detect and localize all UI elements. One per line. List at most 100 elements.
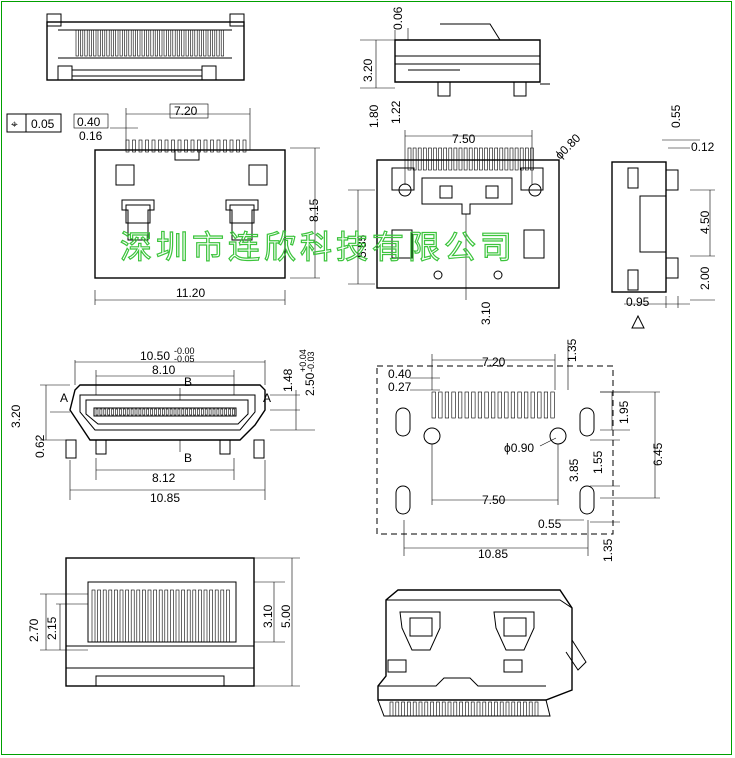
dim-5-00: 5.00 [279,604,293,628]
opening-pin [169,408,173,416]
top-fin [132,29,136,57]
front-pin [203,139,208,153]
opening-pin [189,408,192,416]
opening-pin [162,408,165,416]
front-pin [236,139,240,153]
pcb-pad [510,391,516,419]
front-pin [216,139,221,153]
top-fin [97,29,101,57]
bottom-fin [147,589,152,643]
iso-pin [488,701,492,717]
rear-fin [484,147,488,171]
tolerance-symbol: ⌖ [11,117,18,131]
bottom-fin [130,589,135,643]
top-fin [203,29,207,57]
opening-pin [181,408,185,416]
dim-3-20-side: 3.20 [361,58,375,82]
rear-fin [458,147,463,171]
rear-fin [412,147,417,171]
rear-fin [524,147,529,171]
rear-fin [407,147,412,171]
opening-pin [130,408,134,416]
view-front-opening [40,360,315,500]
iso-pin [482,701,487,717]
label-a-left: A [60,391,68,405]
front-pin [184,139,188,153]
iso-pin [436,701,440,717]
iso-pin [424,701,429,717]
bottom-fin [102,589,107,643]
iso-pin [412,701,417,717]
view-isometric [377,589,587,717]
bottom-fin [170,589,174,643]
top-fin [137,29,141,57]
opening-pin [142,408,146,416]
rear-fin [509,147,514,171]
front-pin [132,139,136,153]
front-pin [171,139,175,153]
bottom-fin [214,589,219,643]
label-b-top: B [184,375,192,389]
top-fin [88,29,92,57]
dim-10-50: 10.50 [140,349,170,363]
opening-pin [119,408,122,416]
top-fin [93,29,97,57]
bottom-fin [164,589,169,643]
bottom-fin [175,589,180,643]
rear-fin [417,147,422,171]
opening-pin [126,408,130,416]
front-pin [242,139,247,153]
dim-2-70: 2.70 [27,618,41,642]
top-fin [102,29,106,57]
iso-pin [517,701,521,717]
rear-fin [504,147,509,171]
bottom-fin [192,589,197,643]
opening-pin [216,408,220,416]
iso-pin [534,701,539,717]
rear-fin [473,147,478,171]
rear-fin [463,147,468,171]
dim-5-85: 5.85 [355,234,369,258]
pcb-pad [543,391,549,419]
opening-pin [134,408,138,416]
iso-pin [511,701,516,717]
dim-phi-0-90: ϕ0.90 [504,441,534,455]
dim-2-00: 2.00 [698,266,712,290]
bottom-fin [186,589,191,643]
dim-3-10-bottom: 3.10 [261,604,275,628]
iso-pin [494,701,498,717]
opening-pin [95,408,99,416]
top-fin [207,29,211,57]
pcb-pad [550,391,555,419]
pcb-pad [497,391,502,419]
view-rear [348,130,560,300]
dim-0-40-top: 0.40 [77,115,101,129]
front-pin [138,139,143,153]
view-front [73,103,320,305]
top-fin [115,29,119,57]
tolerance-value: 0.05 [31,117,55,131]
tol-10-50-bot: -0.05 [174,354,195,364]
opening-pin [123,408,126,416]
dim-7-20-top: 7.20 [174,104,198,118]
bottom-fin [136,589,141,643]
opening-pin [228,408,231,416]
pcb-pad [464,391,469,419]
dim-4-50: 4.50 [698,210,712,234]
rear-fin [489,147,493,171]
rear-fin [519,147,524,171]
tol-2-50-top: +0.04 [298,349,308,372]
watermark: 深圳市连欣科技有限公司 [120,228,516,266]
rear-fin [468,147,473,171]
top-fin [124,29,128,57]
pcb-pad [438,391,443,419]
top-fin [181,29,185,57]
bottom-fin [114,589,118,643]
front-pin [164,139,169,153]
top-fin [172,29,176,57]
opening-pin [220,408,224,416]
opening-pin [201,408,204,416]
dim-0-62: 0.62 [33,434,47,458]
rear-fin [443,147,448,171]
bottom-fin [153,589,157,643]
